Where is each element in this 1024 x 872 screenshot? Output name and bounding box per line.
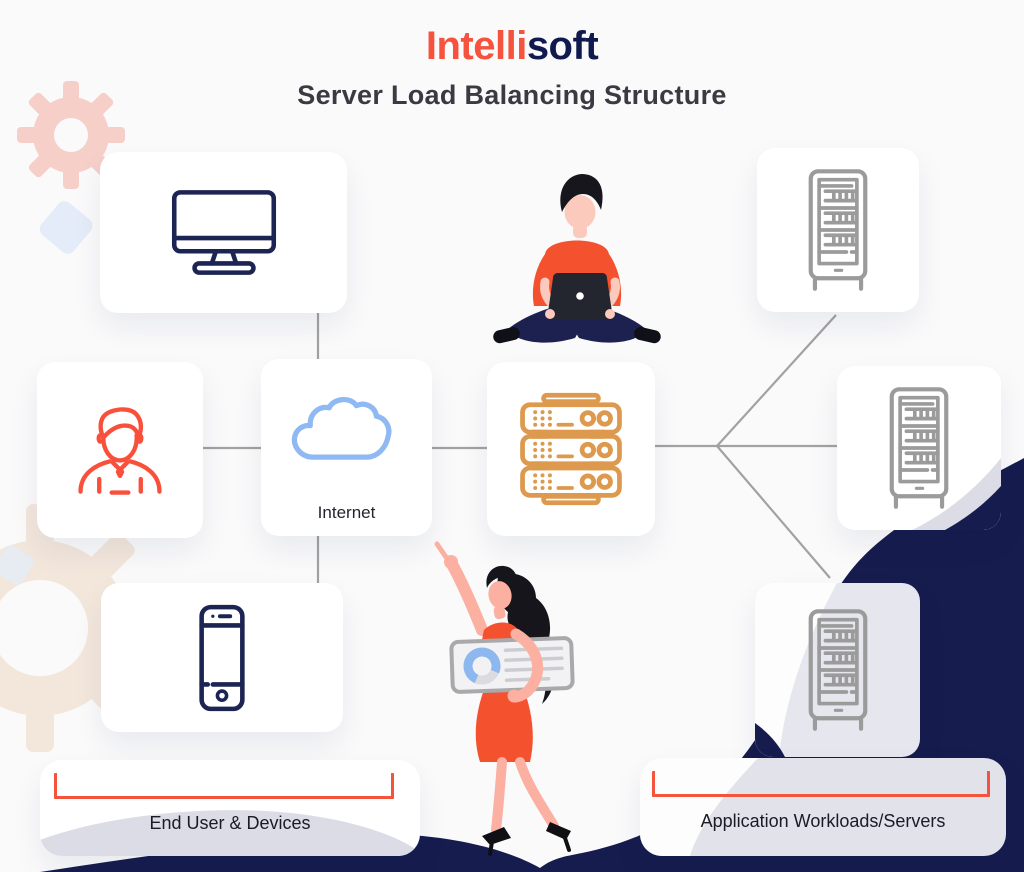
gear-icon [17, 81, 125, 189]
gear-icon [0, 504, 164, 752]
header: Intellisoft Server Load Balancing Struct… [0, 0, 1024, 111]
node-loadbalancer-card [487, 362, 655, 536]
group-bracket-right [652, 771, 990, 797]
brand-logo-part2: soft [526, 24, 599, 68]
diamond-decor [0, 545, 34, 585]
connector-branch-server-top [716, 314, 837, 447]
server-rack-icon [889, 387, 949, 509]
brand-logo-part1: Intelli [425, 24, 527, 68]
node-server-bottom-card [755, 583, 920, 757]
person-icon [78, 407, 162, 495]
woman-pointing-with-chart-board-illustration [434, 541, 575, 856]
group-label-app-servers: Application Workloads/Servers [700, 811, 946, 831]
server-stack-icon [520, 392, 622, 506]
page-title: Server Load Balancing Structure [297, 80, 727, 110]
group-card-end-users: End User & Devices [40, 760, 420, 856]
internet-label: Internet [317, 503, 376, 522]
node-internet-card: Internet [261, 359, 432, 536]
server-rack-icon [808, 169, 868, 291]
group-card-app-servers: Application Workloads/Servers [640, 758, 1006, 856]
group-bracket-left [54, 773, 394, 799]
server-rack-icon [808, 609, 867, 731]
node-server-middle-card [837, 366, 1001, 530]
node-server-top-card [757, 148, 919, 312]
group-label-end-users: End User & Devices [149, 813, 311, 833]
smartphone-icon [199, 604, 245, 711]
brand-logo: Intellisoft [0, 26, 1024, 66]
node-person-card [37, 362, 203, 538]
diamond-decor [39, 201, 93, 254]
cloud-icon [291, 396, 391, 460]
connector-branch-server-bottom [716, 445, 831, 579]
node-monitor-card [100, 152, 347, 313]
node-phone-card [101, 583, 343, 732]
desktop-monitor-icon [171, 189, 276, 275]
man-sitting-with-laptop-illustration [493, 174, 661, 344]
